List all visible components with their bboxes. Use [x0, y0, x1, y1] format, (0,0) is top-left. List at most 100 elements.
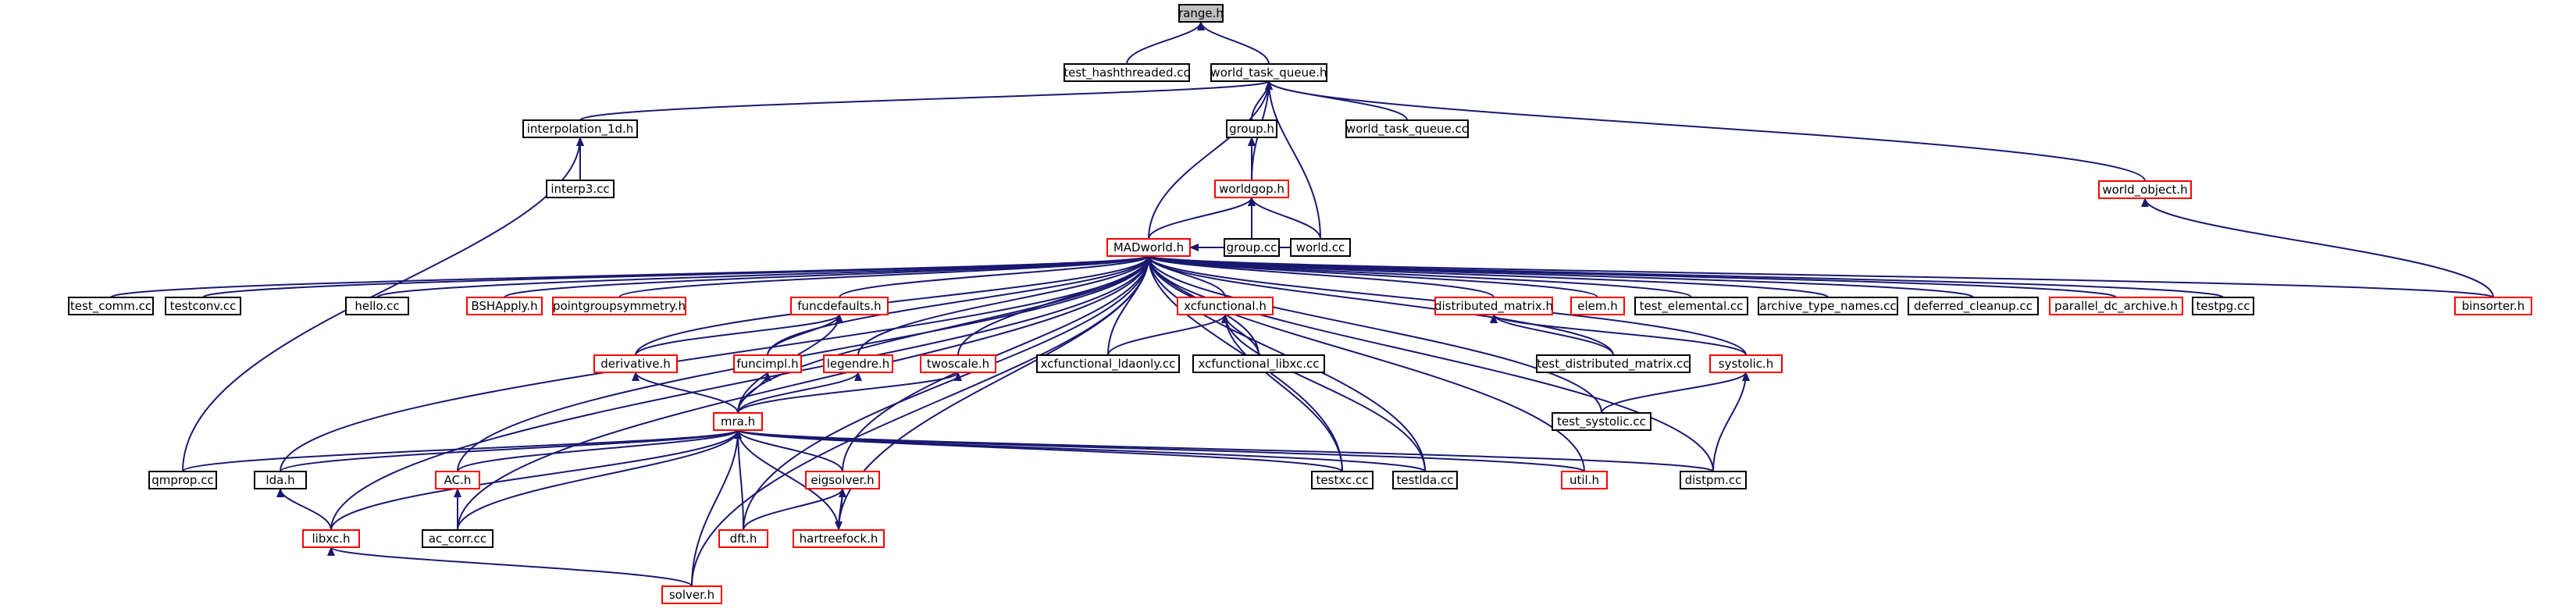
node-systolic[interactable]: systolic.h: [1709, 354, 1783, 373]
node-label-world_object: world_object.h: [2102, 183, 2187, 197]
node-test_hashthreaded[interactable]: test_hashthreaded.cc: [1064, 63, 1190, 82]
node-world_cc[interactable]: world.cc: [1290, 238, 1351, 257]
node-util[interactable]: util.h: [1561, 471, 1608, 489]
node-range[interactable]: range.h: [1178, 4, 1224, 23]
node-world_object[interactable]: world_object.h: [2098, 180, 2192, 199]
edge-eigsolver-to-hartreefock: [835, 488, 843, 531]
node-box-derivative: [593, 354, 678, 373]
node-test_elemental[interactable]: test_elemental.cc: [1634, 297, 1748, 315]
node-label-mra: mra.h: [721, 415, 755, 429]
edge-distpm-to-mra: [734, 429, 1714, 472]
node-lda[interactable]: lda.h: [254, 471, 307, 489]
edge-libxc-to-lda: [276, 488, 332, 531]
edge-deferred_cleanup-to-madworld: [1145, 255, 1974, 298]
node-pointgroupsymmetry[interactable]: pointgroupsymmetry.h: [552, 297, 686, 315]
node-label-util: util.h: [1569, 473, 1599, 487]
node-mra[interactable]: mra.h: [713, 412, 763, 431]
node-label-xcfunctional_ldaonly: xcfunctional_ldaonly.cc: [1041, 357, 1176, 372]
node-group_cc[interactable]: group.cc: [1224, 238, 1280, 257]
node-testxc[interactable]: testxc.cc: [1311, 471, 1374, 489]
node-worldgop[interactable]: worldgop.h: [1214, 180, 1289, 198]
node-label-eigsolver: eigsolver.h: [811, 473, 874, 487]
node-label-hello: hello.cc: [355, 299, 399, 313]
node-eigsolver[interactable]: eigsolver.h: [805, 471, 880, 489]
edge-solver-to-libxc: [327, 546, 693, 587]
edge-interpolation_1d-to-world_task_queue_h: [579, 80, 1273, 121]
node-label-funcdefaults: funcdefaults.h: [797, 299, 881, 313]
node-box-world_task_queue_h: [1210, 63, 1327, 82]
node-label-test_systolic: test_systolic.cc: [1557, 415, 1646, 429]
node-xcfunctional_libxc[interactable]: xcfunctional_libxc.cc: [1192, 354, 1325, 373]
node-funcimpl[interactable]: funcimpl.h: [733, 354, 802, 373]
node-archive_type_names[interactable]: archive_type_names.cc: [1758, 297, 1898, 315]
node-box-test_systolic: [1552, 412, 1651, 431]
node-label-derivative: derivative.h: [600, 357, 671, 371]
node-solver[interactable]: solver.h: [661, 585, 722, 604]
edge-world_task_queue_cc-to-world_task_queue_h: [1265, 80, 1408, 121]
node-funcdefaults[interactable]: funcdefaults.h: [790, 297, 889, 315]
node-box-test_comm: [68, 297, 154, 315]
edge-ac_corr-to-madworld: [457, 255, 1153, 531]
node-madworld[interactable]: MADworld.h: [1106, 238, 1191, 257]
node-testconv[interactable]: testconv.cc: [165, 297, 241, 315]
node-box-qmprop: [148, 471, 217, 489]
node-bshapply[interactable]: BSHApply.h: [466, 297, 543, 315]
node-layer: range.h test_hashthreaded.cc world_task_qu…: [68, 4, 2532, 604]
node-box-deferred_cleanup: [1908, 297, 2039, 315]
node-xcfunctional[interactable]: xcfunctional.h: [1177, 297, 1274, 315]
node-interpolation_1d[interactable]: interpolation_1d.h: [522, 119, 638, 138]
node-test_comm[interactable]: test_comm.cc: [68, 297, 154, 315]
edge-lda-to-mra: [280, 429, 742, 472]
node-label-interpolation_1d: interpolation_1d.h: [527, 122, 634, 137]
node-box-util: [1561, 471, 1608, 489]
edge-world_object-to-world_task_queue_h: [1265, 80, 2146, 182]
node-label-test_comm: test_comm.cc: [70, 299, 151, 314]
node-elem[interactable]: elem.h: [1570, 297, 1625, 315]
node-twoscale[interactable]: twoscale.h: [920, 354, 996, 373]
node-box-systolic: [1709, 354, 1783, 373]
node-libxc[interactable]: libxc.h: [302, 529, 360, 548]
node-world_task_queue_cc[interactable]: world_task_queue.cc: [1345, 119, 1469, 138]
node-label-xcfunctional_libxc: xcfunctional_libxc.cc: [1199, 357, 1320, 372]
node-test_distributed_matrix[interactable]: test_distributed_matrix.cc: [1536, 354, 1691, 373]
node-box-test_elemental: [1634, 297, 1748, 315]
edge-world_task_queue_h-to-range: [1197, 21, 1270, 65]
node-test_systolic[interactable]: test_systolic.cc: [1552, 412, 1651, 431]
node-group_h[interactable]: group.h: [1226, 119, 1277, 138]
edge-dft-to-mra: [734, 429, 744, 531]
node-binsorter[interactable]: binsorter.h: [2454, 297, 2532, 315]
node-box-testconv: [165, 297, 241, 315]
node-world_task_queue_h[interactable]: world_task_queue.h: [1210, 63, 1327, 82]
node-label-interp3: interp3.cc: [550, 182, 609, 196]
node-xcfunctional_ldaonly[interactable]: xcfunctional_ldaonly.cc: [1036, 354, 1180, 373]
node-derivative[interactable]: derivative.h: [593, 354, 678, 373]
node-hello[interactable]: hello.cc: [345, 297, 409, 315]
node-box-distpm: [1680, 471, 1747, 489]
node-distpm[interactable]: distpm.cc: [1680, 471, 1747, 489]
node-box-libxc: [302, 529, 360, 548]
node-hartreefock[interactable]: hartreefock.h: [793, 529, 885, 548]
node-box-interp3: [546, 180, 615, 198]
edge-legendre-to-madworld: [857, 255, 1153, 356]
node-interp3[interactable]: interp3.cc: [546, 180, 615, 198]
edge-qmprop-to-mra: [182, 429, 742, 472]
node-ac_h[interactable]: AC.h: [435, 471, 480, 489]
node-label-binsorter: binsorter.h: [2462, 299, 2525, 313]
node-label-ac_corr: ac_corr.cc: [429, 532, 486, 546]
node-box-bshapply: [466, 297, 543, 315]
node-testlda[interactable]: testlda.cc: [1392, 471, 1458, 489]
node-dft[interactable]: dft.h: [718, 529, 768, 548]
node-qmprop[interactable]: qmprop.cc: [148, 471, 217, 489]
node-parallel_dc_archive[interactable]: parallel_dc_archive.h: [2049, 297, 2183, 315]
node-deferred_cleanup[interactable]: deferred_cleanup.cc: [1908, 297, 2039, 315]
node-box-group_cc: [1224, 238, 1280, 257]
node-label-group_h: group.h: [1229, 122, 1274, 136]
edge-madworld-to-world_task_queue_h: [1148, 80, 1273, 240]
node-box-world_cc: [1290, 238, 1351, 257]
node-distributed_matrix[interactable]: distributed_matrix.h: [1434, 297, 1553, 315]
node-ac_corr[interactable]: ac_corr.cc: [422, 529, 493, 548]
node-legendre[interactable]: legendre.h: [823, 354, 893, 373]
edge-distpm-to-madworld: [1145, 255, 1714, 472]
node-testpg[interactable]: testpg.cc: [2192, 297, 2254, 315]
